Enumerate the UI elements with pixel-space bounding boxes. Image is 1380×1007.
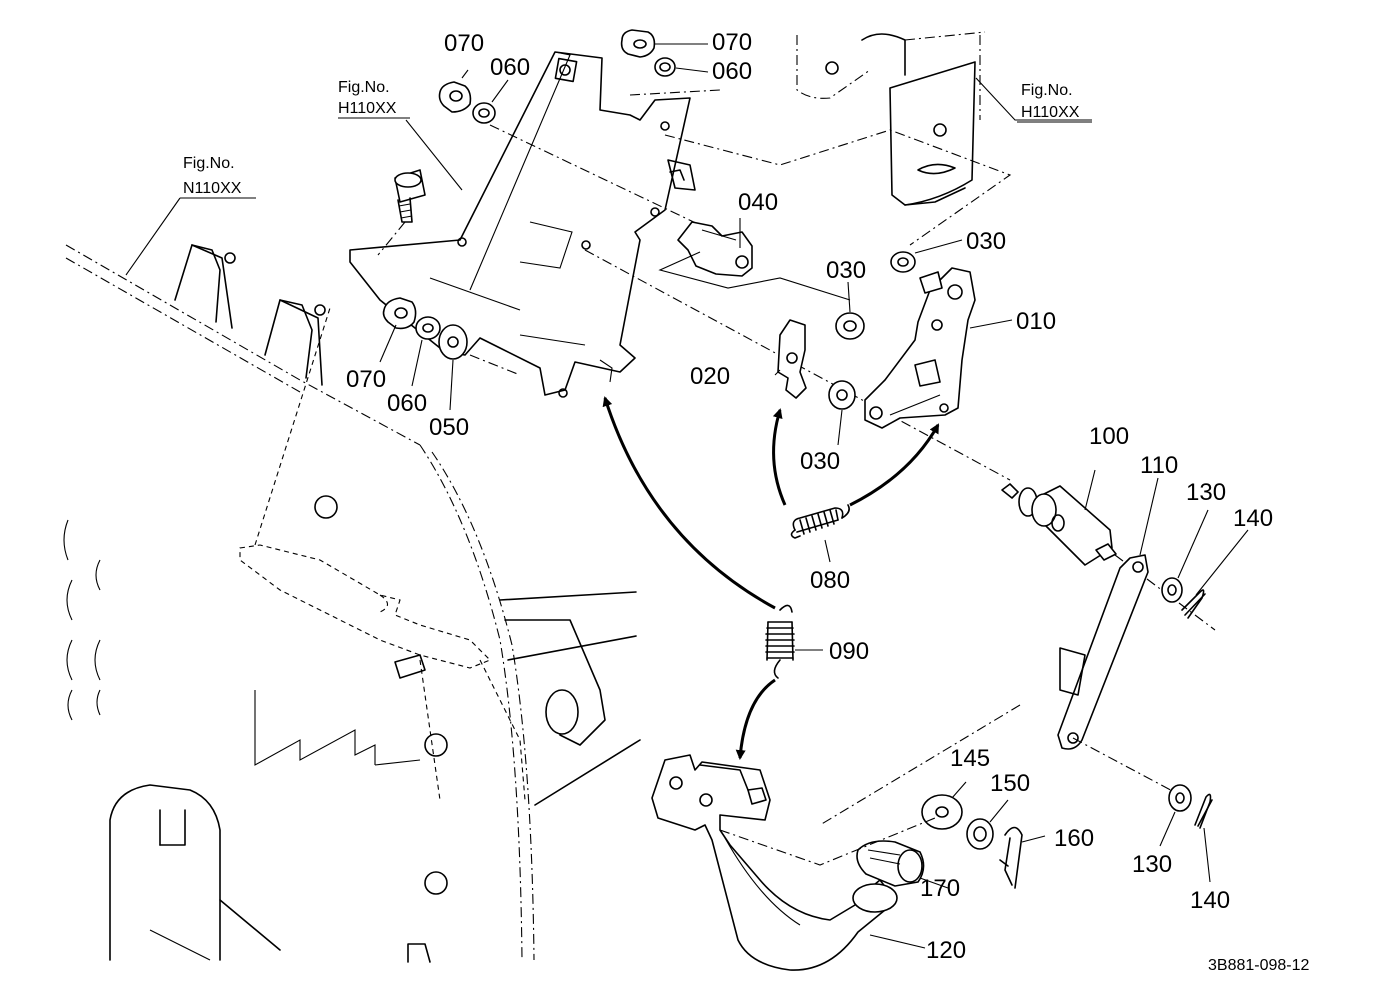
callout-130-lower: 130 xyxy=(1132,851,1172,878)
callout-070-top-right: 070 xyxy=(712,29,752,56)
callout-060-left: 060 xyxy=(490,54,530,81)
callout-060-top-right: 060 xyxy=(712,58,752,85)
fasteners xyxy=(382,29,676,376)
fig-ref-h110-left: H110XX xyxy=(338,100,397,117)
callout-140-lower: 140 xyxy=(1190,887,1230,914)
callout-090: 090 xyxy=(829,638,869,665)
fig-label-n110: Fig.No. xyxy=(183,155,235,172)
pedal-arm xyxy=(651,754,936,971)
drawing-code: 3B881-098-12 xyxy=(1208,957,1310,974)
shaft-pin xyxy=(1001,483,1216,631)
callout-150: 150 xyxy=(990,770,1030,797)
small-hardware xyxy=(921,577,1213,889)
callout-110: 110 xyxy=(1140,452,1178,479)
bolt xyxy=(377,169,426,256)
spring-090 xyxy=(765,604,795,679)
spring-080 xyxy=(790,504,850,539)
callout-140-upper: 140 xyxy=(1233,505,1273,532)
hook-link xyxy=(777,319,807,399)
steering-column-bracket xyxy=(796,31,986,206)
figure-references: Fig.No. H110XX Fig.No. H110XX Fig.No. N1… xyxy=(183,79,1080,197)
lever-plate xyxy=(864,267,976,429)
machine-frame xyxy=(63,244,641,963)
callout-070-lower: 070 xyxy=(346,366,386,393)
callout-010: 010 xyxy=(1016,308,1056,335)
callout-040: 040 xyxy=(738,189,778,216)
callout-100: 100 xyxy=(1089,423,1129,450)
washers-030 xyxy=(828,251,916,410)
callout-050: 050 xyxy=(429,414,469,441)
link-rod xyxy=(819,554,1181,826)
callout-030-middle: 030 xyxy=(826,257,866,284)
fig-label-h110-right: Fig.No. xyxy=(1021,82,1073,99)
callout-070-left: 070 xyxy=(444,30,484,57)
callout-030-top: 030 xyxy=(966,228,1006,255)
fig-label-h110-left: Fig.No. xyxy=(338,79,390,96)
assembly-arrows xyxy=(602,396,940,760)
cam-plate xyxy=(658,221,851,301)
callout-030-bottom: 030 xyxy=(800,448,840,475)
pedal-mounting-bracket xyxy=(349,51,1012,481)
callout-080: 080 xyxy=(810,567,850,594)
callout-170: 170 xyxy=(920,875,960,902)
leader-lines xyxy=(125,43,1249,949)
callout-120: 120 xyxy=(926,937,966,964)
fig-ref-h110-right: H110XX xyxy=(1021,104,1080,121)
fig-ref-n110: N110XX xyxy=(183,180,242,197)
callout-060-lower: 060 xyxy=(387,390,427,417)
callout-130-upper: 130 xyxy=(1186,479,1226,506)
callout-020: 020 xyxy=(690,363,730,390)
callout-145: 145 xyxy=(950,745,990,772)
callout-160: 160 xyxy=(1054,825,1094,852)
part-callouts: 070 060 070 060 040 030 030 010 020 030 … xyxy=(346,29,1273,964)
